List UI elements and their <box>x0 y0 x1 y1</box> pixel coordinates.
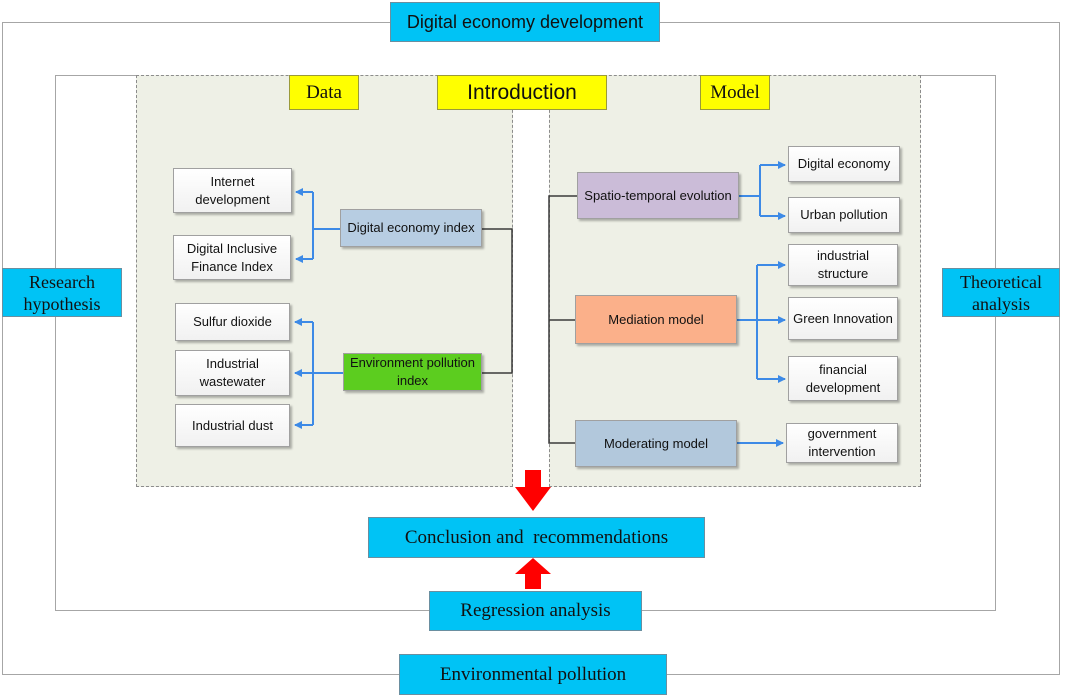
model-label: Model <box>710 81 760 103</box>
government-intervention-node: government intervention <box>786 423 898 463</box>
red-arrow-up <box>515 558 551 589</box>
regression-analysis-label: Regression analysis <box>460 600 611 621</box>
urban-pollution-node: Urban pollution <box>788 197 900 233</box>
red-arrow-down <box>515 470 551 511</box>
research-hypothesis-label: Research hypothesis <box>23 271 101 314</box>
conclusion-box: Conclusion and recommendations <box>368 517 705 558</box>
moderating-model-node: Moderating model <box>575 420 737 467</box>
financial-development-node: financial development <box>788 356 898 401</box>
conclusion-label: Conclusion and recommendations <box>404 526 669 548</box>
introduction-label: Introduction <box>467 80 577 104</box>
digital-economy-node: Digital economy <box>788 146 900 182</box>
research-hypothesis-box: Research hypothesis <box>2 268 122 317</box>
data-label-box: Data <box>289 75 359 110</box>
theoretical-analysis-label: Theoretical analysis <box>960 271 1042 314</box>
header-box: Digital economy development <box>390 2 660 42</box>
digital-economy-index-node: Digital economy index <box>340 209 482 247</box>
digital-inclusive-finance-node: Digital Inclusive Finance Index <box>173 235 291 280</box>
footer-title: Environmental pollution <box>439 663 627 685</box>
theoretical-analysis-box: Theoretical analysis <box>942 268 1060 317</box>
industrial-dust-node: Industrial dust <box>175 404 290 447</box>
model-label-box: Model <box>700 75 770 110</box>
industrial-structure-node: industrial structure <box>788 244 898 286</box>
green-innovation-node: Green Innovation <box>788 297 898 340</box>
regression-analysis-box: Regression analysis <box>429 591 642 631</box>
header-title: Digital economy development <box>406 11 644 32</box>
internet-development-node: Internet development <box>173 168 292 213</box>
sulfur-dioxide-node: Sulfur dioxide <box>175 303 290 341</box>
industrial-wastewater-node: Industrial wastewater <box>175 350 290 396</box>
introduction-box: Introduction <box>437 75 607 110</box>
footer-box: Environmental pollution <box>399 654 667 695</box>
spatio-temporal-node: Spatio-temporal evolution <box>577 172 739 219</box>
data-label: Data <box>306 81 342 103</box>
mediation-model-node: Mediation model <box>575 295 737 344</box>
environment-pollution-index-node: Environment pollution index <box>343 353 482 391</box>
